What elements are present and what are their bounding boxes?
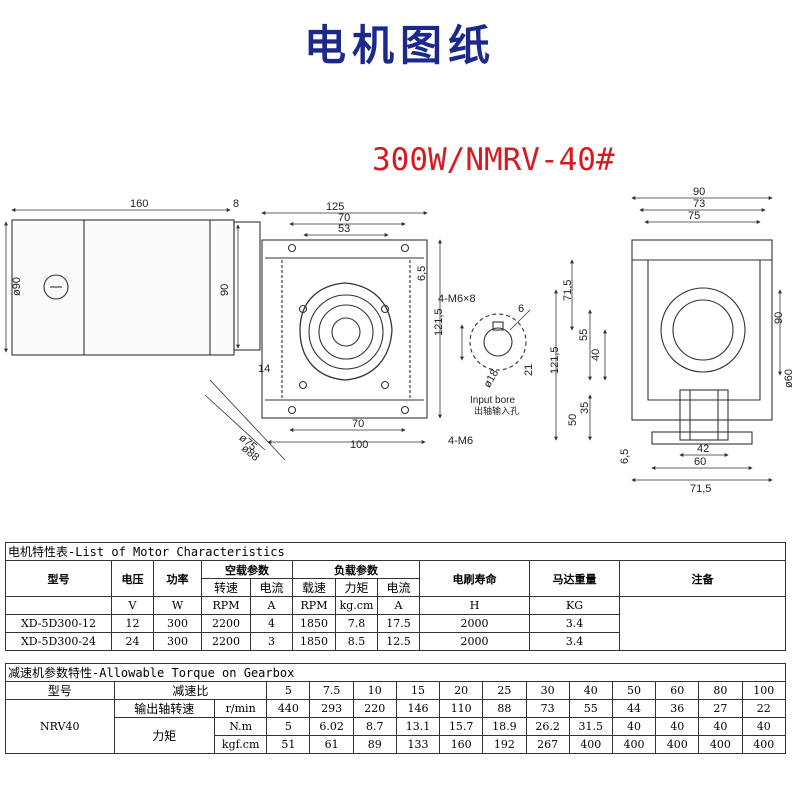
page-title: 电机图纸 (303, 21, 496, 70)
unit-kgcm: kg.cm (335, 596, 378, 615)
gear-model: NRV40 (5, 699, 115, 754)
dim-front-125: 125 (326, 201, 344, 213)
dim-bore-w6: 6 (518, 303, 524, 315)
dim-bolt: 4-M6×8 (438, 293, 476, 305)
unit-v: V (111, 596, 154, 615)
dim-front-1215: 121,5 (433, 308, 445, 336)
col-weight: 马达重量 (529, 560, 620, 597)
sub-current: 电流 (250, 578, 293, 597)
table-row: 力矩 N.m 5 6.02 8.7 13.1 15.7 18.9 26.2 31… (6, 717, 787, 754)
gearbox-front-view (261, 239, 428, 419)
unit-rpm2: RPM (292, 596, 336, 615)
input-bore-view (469, 313, 527, 371)
dim-14: 14 (258, 363, 270, 375)
dim-motor-length: 160 (130, 198, 148, 210)
col-brush-life: 电刷寿命 (419, 560, 530, 597)
dim-motor-h: 90 (219, 284, 231, 296)
dim-side-d60: ø60 (783, 369, 795, 388)
unit-rpm: RPM (201, 596, 251, 615)
col-model: 型号 (5, 560, 112, 597)
gearbox-side-view (631, 239, 773, 421)
dim-front-65: 6,5 (416, 266, 428, 281)
dim-side-90: 90 (693, 186, 705, 198)
dim-flange: 8 (233, 198, 239, 210)
dim-side-35: 35 (579, 402, 591, 414)
dim-side-75: 75 (688, 210, 700, 222)
dim-bore-h21: 21 (523, 364, 535, 376)
model-label: 300W/NMRV-40# (372, 142, 615, 178)
dim-bore-d18: ø18 (481, 368, 501, 390)
dim-side-73: 73 (693, 198, 705, 210)
dim-b100: 100 (350, 439, 368, 451)
dim-side-715: 71,5 (562, 280, 574, 301)
kgf-unit: kgf.cm (214, 735, 268, 754)
sub-torque: 力矩 (335, 578, 378, 597)
motor-body (11, 219, 235, 356)
speed-unit: r/min (214, 699, 268, 718)
gear-col-ratio: 减速比 (113, 681, 268, 700)
unit-kg: KG (529, 596, 620, 615)
dim-front-53: 53 (338, 223, 350, 235)
nm-unit: N.m (214, 717, 268, 736)
dim-base-bolt: 4-M6 (448, 435, 473, 447)
dim-side-50: 50 (567, 414, 579, 426)
motor-terminal-icon (43, 274, 69, 300)
gear-table-caption: 减速机参数特性-Allowable Torque on Gearbox (5, 663, 786, 682)
unit-h: H (419, 596, 530, 615)
unit-a2: A (377, 596, 420, 615)
table-row: XD-5D300-24 24 300 2200 3 1850 8.5 12.5 … (5, 632, 786, 651)
dim-side-65: 6,5 (619, 449, 631, 464)
col-noload: 空载参数 (201, 560, 293, 579)
bore-label-en: Input bore (470, 395, 515, 406)
dim-side-1215: 121,5 (549, 346, 561, 374)
dim-b70: 70 (352, 418, 364, 430)
col-load: 负载参数 (292, 560, 420, 579)
sub-speed: 转速 (201, 578, 251, 597)
sub-load-current: 电流 (377, 578, 420, 597)
dim-side-60: 60 (694, 456, 706, 468)
col-power: 功率 (153, 560, 202, 597)
col-voltage: 电压 (111, 560, 154, 597)
gearbox-torque-table: 减速机参数特性-Allowable Torque on Gearbox 型号 减… (5, 663, 787, 754)
torque-label: 力矩 (113, 717, 216, 754)
col-note: 注备 (619, 560, 786, 597)
dim-side-55: 55 (578, 329, 590, 341)
unit-a: A (250, 596, 293, 615)
dim-motor-dia: ø90 (11, 277, 23, 296)
dim-front-70: 70 (338, 212, 350, 224)
table-row: kgf.cm 51 61 89 133 160 192 267 400 400 … (6, 735, 787, 754)
dim-side-42: 42 (697, 443, 709, 455)
motor-drawing: 160 8 ø90 90 125 70 53 6,5 121,5 4-M6×8 … (4, 186, 795, 495)
unit-w: W (153, 596, 202, 615)
note-cell (619, 596, 786, 651)
table-row: NRV40 输出轴转速 r/min 440 293 220 146 110 88… (5, 699, 787, 754)
motor-characteristics-table: 电机特性表-List of Motor Characteristics 型号 电… (5, 542, 786, 651)
motor-table-caption: 电机特性表-List of Motor Characteristics (5, 542, 786, 561)
sub-load-speed: 载速 (292, 578, 336, 597)
dim-side-715b: 71,5 (690, 483, 711, 495)
gear-col-model: 型号 (5, 681, 115, 700)
dim-side-r90: 90 (773, 312, 785, 324)
bore-label-cn: 出轴输入孔 (474, 405, 519, 416)
speed-label: 输出轴转速 (113, 699, 216, 718)
dim-side-40: 40 (590, 349, 602, 361)
